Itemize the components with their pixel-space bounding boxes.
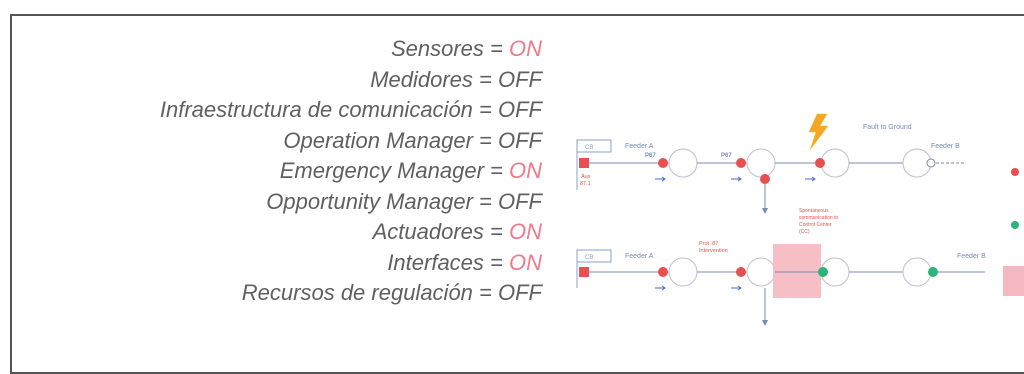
feeder-node-top-2 <box>746 148 776 178</box>
spontaneous-label-1: Spontaneous <box>799 208 829 214</box>
breaker-bottom-3-green <box>818 267 828 277</box>
status-list: Sensores = ON Medidores = OFF Infraestruct… <box>20 34 542 309</box>
drop-arrow-top <box>762 208 768 214</box>
status-row: Opportunity Manager = OFF <box>266 188 542 214</box>
status-value: ON <box>509 158 542 183</box>
cb-label-bottom: CB <box>585 255 593 261</box>
cb-label-top: CB <box>585 145 593 151</box>
status-row: Actuadores = ON <box>372 219 542 244</box>
breaker-top-4 <box>815 158 825 168</box>
feeder-a-label-bottom: Feeder A <box>625 253 654 260</box>
slide-frame <box>10 14 1024 374</box>
aux-label-top-2: 87.1 <box>580 181 591 187</box>
status-row: Operation Manager = OFF <box>283 127 542 153</box>
breaker-bottom-4-green <box>928 267 938 277</box>
status-row: Emergency Manager = ON <box>279 158 542 183</box>
arrow-top-3 <box>805 176 816 182</box>
edge-dot-green <box>1011 221 1019 229</box>
status-name: Sensores <box>390 36 484 61</box>
status-row: Infraestructura de comunicación = OFF <box>159 97 542 122</box>
feeder-b-label-top: Feeder B <box>931 143 960 150</box>
feeder-node-top-3 <box>820 148 850 178</box>
lightning-icon <box>808 113 829 151</box>
status-name: Operation Manager <box>283 127 473 153</box>
status-row: Sensores = ON <box>390 36 542 61</box>
breaker-bottom-2 <box>736 267 746 277</box>
arrow-bottom-1 <box>655 285 666 291</box>
aux-relay-bottom <box>579 267 589 277</box>
status-value: OFF <box>498 66 542 92</box>
status-value: OFF <box>498 280 542 305</box>
fault-label: Fault to Ground <box>863 124 912 131</box>
status-value: OFF <box>498 97 542 122</box>
aux-relay-top <box>579 158 589 168</box>
status-name: Emergency Manager <box>279 158 484 183</box>
status-value: OFF <box>498 188 542 214</box>
status-name: Medidores <box>370 66 473 92</box>
breaker-box-top <box>576 139 612 153</box>
feeder-node-top-1 <box>668 148 698 178</box>
arrow-top-1 <box>655 176 666 182</box>
status-name: Interfaces <box>387 249 484 275</box>
edge-dot-red <box>1011 168 1019 176</box>
status-name: Recursos de regulación <box>241 280 473 305</box>
relay2-label: P67 <box>721 153 732 159</box>
bottom-diagram: CB Feeder A Feeder B Prot. 87 Interventi… <box>576 208 1024 326</box>
status-name: Actuadores <box>372 219 484 244</box>
breaker-top-1 <box>658 158 668 168</box>
spontaneous-label-3: Control Center <box>799 222 832 228</box>
intervention-label-2: Intervention <box>699 248 728 254</box>
status-row: Medidores = OFF <box>370 66 542 92</box>
edge-pink-box <box>1003 266 1024 296</box>
drop-arrow-bottom <box>762 320 768 326</box>
status-value: ON <box>509 219 542 244</box>
top-diagram: CB Aux 87.1 Feeder A Feeder B P67 P67 Fa… <box>576 113 1019 214</box>
breaker-top-3 <box>760 174 770 184</box>
status-value: ON <box>509 249 542 275</box>
breaker-top-2 <box>736 158 746 168</box>
status-name: Opportunity Manager <box>266 188 473 214</box>
spontaneous-label-2: communication to <box>799 215 838 221</box>
status-name: Infraestructura de comunicación <box>159 97 473 122</box>
relay1-label: P67 <box>645 153 656 159</box>
status-row: Interfaces = ON <box>387 249 542 275</box>
arrow-bottom-2 <box>731 285 742 291</box>
status-row: Recursos de regulación = OFF <box>241 280 542 305</box>
breaker-box-bottom <box>576 249 612 263</box>
breaker-bottom-1 <box>658 267 668 277</box>
feeder-diagram: CB Aux 87.1 Feeder A Feeder B P67 P67 Fa… <box>576 113 1024 326</box>
status-value: ON <box>509 36 542 61</box>
arrow-top-2 <box>731 176 742 182</box>
intervention-label-1: Prot. 87 <box>699 241 718 247</box>
feeder-node-bottom-1 <box>668 257 698 287</box>
feeder-b-label-bottom: Feeder B <box>957 253 986 260</box>
feeder-node-bottom-2 <box>746 257 776 287</box>
feeder-node-bottom-4 <box>902 257 932 287</box>
cc-highlight-box <box>773 244 821 298</box>
feeder-a-label-top: Feeder A <box>625 143 654 150</box>
aux-label-top-1: Aux <box>581 174 591 180</box>
breaker-top-5 <box>926 158 936 168</box>
spontaneous-label-4: (CC) <box>799 229 810 235</box>
status-value: OFF <box>498 127 542 153</box>
